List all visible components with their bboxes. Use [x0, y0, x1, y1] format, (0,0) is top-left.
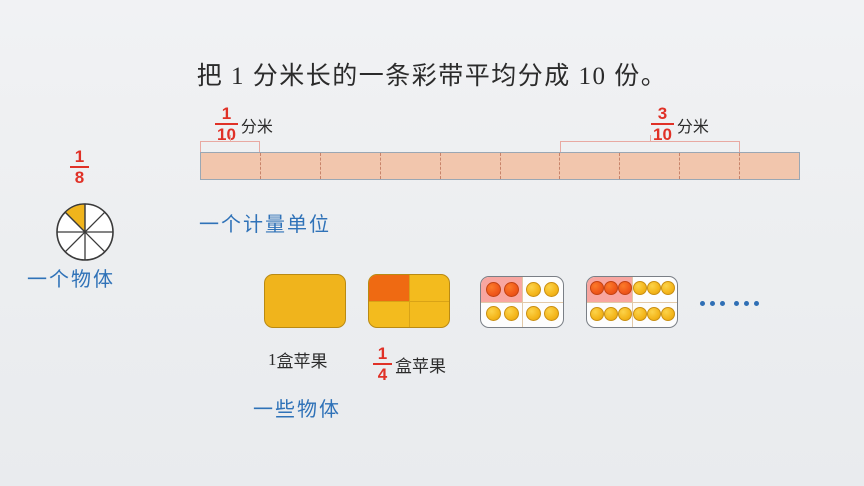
ribbon-segment: [560, 153, 621, 179]
apple: [544, 282, 559, 297]
fraction-one-quarter: 1 4: [373, 345, 392, 383]
ribbon-segment: [261, 153, 321, 179]
fraction-three-tenths: 3 10: [651, 105, 674, 143]
fraction-one-tenth: 1 10: [215, 105, 238, 143]
apple: [526, 282, 541, 297]
apple-box-eight: [480, 276, 564, 328]
caption-text: 盒苹果: [276, 352, 328, 371]
apple: [647, 281, 661, 295]
fraction-numerator: 1: [377, 344, 388, 363]
fraction-denominator: 4: [377, 365, 388, 384]
pie-icon: [56, 203, 114, 261]
fraction-bar: [651, 123, 674, 125]
ribbon-segment: [740, 153, 799, 179]
apple: [647, 307, 661, 321]
fraction-one-eighth: 1 8: [70, 148, 89, 186]
ribbon-segment: [441, 153, 501, 179]
dot: [744, 301, 749, 306]
fraction-bar: [373, 363, 392, 365]
fraction-numerator: 1: [221, 104, 232, 123]
fraction-denominator: 8: [74, 168, 85, 187]
apple: [504, 282, 519, 297]
dot: [734, 301, 739, 306]
pie-fraction-label: 1 8: [70, 148, 89, 186]
dot: [720, 301, 725, 306]
apple: [486, 282, 501, 297]
bracket-left-one-segment: [200, 135, 260, 153]
ribbon-segment: [680, 153, 741, 179]
fraction-numerator: 3: [657, 104, 668, 123]
ribbon-segment: [381, 153, 441, 179]
caption-one-object: 一个物体: [27, 269, 115, 291]
apple: [486, 306, 501, 321]
fraction-bar: [70, 166, 89, 168]
apple: [633, 281, 647, 295]
divider-horizontal: [369, 301, 449, 303]
caption-some-objects: 一些物体: [253, 399, 341, 421]
unit-label-decimeter: 分米: [240, 118, 273, 136]
apple: [661, 307, 675, 321]
apple: [604, 281, 618, 295]
ribbon-bar: [200, 152, 800, 180]
apple-box-quartered: [368, 274, 450, 328]
apple-box-whole: [264, 274, 346, 328]
divider-horizontal: [481, 302, 563, 304]
shaded-quarter: [369, 275, 409, 301]
apple: [590, 281, 604, 295]
apple: [504, 306, 519, 321]
unit-label-decimeter: 分米: [676, 118, 709, 136]
caption-quarter-box-apples: 1 4 盒苹果: [373, 345, 446, 383]
ribbon-segment: [501, 153, 561, 179]
caption-prefix: 1: [268, 349, 277, 369]
pie-chart-one-eighth: [55, 202, 115, 262]
apple: [618, 281, 632, 295]
caption-text: 盒苹果: [395, 356, 446, 376]
caption-measurement-unit: 一个计量单位: [199, 214, 331, 236]
ribbon-left-fraction-label: 1 10 分米: [215, 105, 273, 143]
page-title: 把 1 分米长的一条彩带平均分成 10 份。: [196, 63, 668, 90]
ellipsis-dots: [700, 301, 759, 306]
fraction-denominator: 10: [653, 125, 672, 144]
fraction-numerator: 1: [74, 147, 85, 166]
apple: [544, 306, 559, 321]
bracket-stem: [650, 135, 652, 142]
apple: [526, 306, 541, 321]
ribbon-segment: [321, 153, 381, 179]
divider-horizontal: [587, 302, 677, 304]
apple: [661, 281, 675, 295]
bracket-stem: [230, 135, 232, 142]
dot: [710, 301, 715, 306]
ribbon-right-fraction-label: 3 10 分米: [651, 105, 709, 143]
caption-one-box-apples: 1 盒苹果: [268, 347, 328, 372]
fraction-bar: [215, 123, 238, 125]
apple-box-twelve: [586, 276, 678, 328]
apple: [633, 307, 647, 321]
ribbon-segment: [201, 153, 261, 179]
apple: [604, 307, 618, 321]
bracket-right-three-segments: [560, 135, 740, 153]
apple: [618, 307, 632, 321]
ribbon-segment: [620, 153, 681, 179]
dot: [754, 301, 759, 306]
dot: [700, 301, 705, 306]
apple: [590, 307, 604, 321]
